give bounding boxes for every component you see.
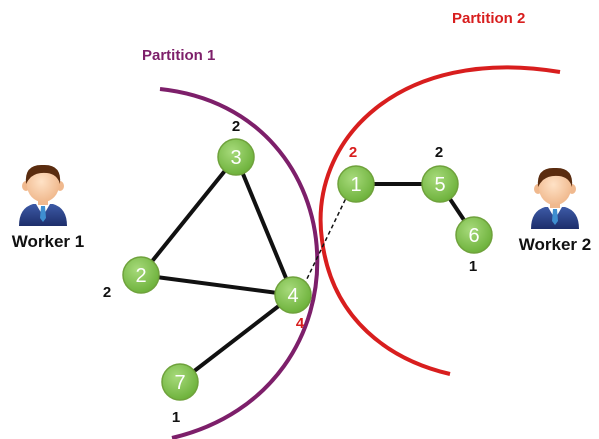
node-5: 5 — [422, 166, 458, 202]
degree-node-6: 1 — [469, 258, 477, 275]
partition-2-boundary — [321, 67, 560, 374]
node-6: 6 — [456, 217, 492, 253]
node-label: 4 — [287, 285, 298, 307]
worker-1-label: Worker 1 — [12, 232, 84, 251]
partition-1-title: Partition 1 — [142, 47, 215, 64]
node-label: 6 — [468, 225, 479, 247]
edge-3-4 — [236, 157, 293, 295]
node-1: 1 — [338, 166, 374, 202]
worker-2-label: Worker 2 — [519, 235, 591, 254]
node-4: 4 — [275, 277, 311, 313]
degree-node-4: 4 — [296, 315, 305, 332]
node-label: 7 — [174, 372, 185, 394]
edge-4-7 — [180, 295, 293, 382]
node-label: 2 — [135, 265, 146, 287]
degree-node-1: 2 — [349, 144, 357, 161]
partition-2-title: Partition 2 — [452, 10, 525, 27]
edge-2-4 — [141, 275, 293, 295]
edge-3-2 — [141, 157, 236, 275]
node-label: 1 — [350, 174, 361, 196]
worker-avatar-icon — [531, 168, 579, 229]
degree-node-2: 2 — [103, 284, 111, 301]
degree-node-5: 2 — [435, 144, 443, 161]
node-label: 3 — [230, 147, 241, 169]
degree-node-7: 1 — [172, 409, 180, 426]
worker-2: Worker 2 — [519, 168, 591, 254]
node-3: 3 — [218, 139, 254, 175]
degree-node-3: 2 — [232, 118, 240, 135]
node-2: 2 — [123, 257, 159, 293]
worker-avatar-icon — [19, 165, 67, 226]
node-label: 5 — [434, 174, 445, 196]
worker-1: Worker 1 — [12, 165, 84, 251]
node-7: 7 — [162, 364, 198, 400]
